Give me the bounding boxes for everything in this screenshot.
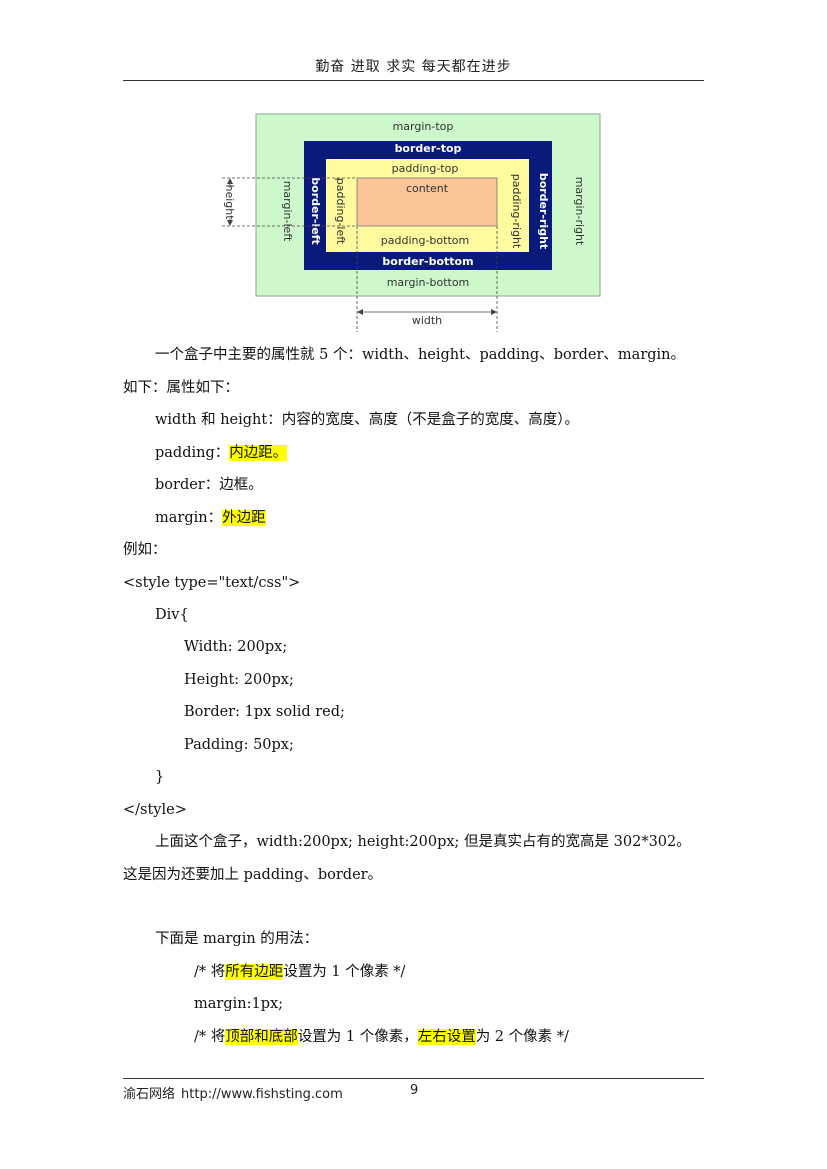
- margin-right-label: margin-right: [573, 177, 586, 246]
- comment-left-right-highlight: 左右设置: [417, 1029, 476, 1045]
- comment-top-bottom: /* 将顶部和底部设置为 1 个像素，左右设置为 2 个像素 */: [194, 1027, 569, 1047]
- border-top-label: border-top: [395, 142, 462, 155]
- footer-url[interactable]: http://www.fishsting.com: [181, 1087, 343, 1102]
- padding-left-label: padding-left: [334, 178, 347, 245]
- footer-company: 渝石网络 http://www.fishsting.com: [123, 1083, 343, 1102]
- code-style-close: </style>: [123, 802, 187, 818]
- margin-left-label: margin-left: [281, 181, 294, 242]
- paragraph-properties: 一个盒子中主要的属性就 5 个：width、height、padding、bor…: [155, 347, 686, 363]
- width-label: width: [412, 314, 442, 327]
- code-height: Height: 200px;: [184, 672, 294, 688]
- item-width-height: width 和 height：内容的宽度、高度（不是盒子的宽度、高度）。: [155, 412, 579, 428]
- code-style-open: <style type="text/css">: [123, 575, 301, 591]
- padding-bottom-label: padding-bottom: [381, 234, 469, 247]
- comment-all-margins-post: 设置为 1 个像素 */: [283, 964, 406, 980]
- paragraph-reason: 这是因为还要加上 padding、border。: [123, 867, 383, 883]
- example-label: 例如：: [123, 542, 167, 558]
- page-number: 9: [410, 1083, 419, 1098]
- comment-top-bottom-pre: /* 将: [194, 1029, 226, 1045]
- item-border: border：边框。: [155, 477, 263, 493]
- code-close-brace: }: [155, 769, 165, 785]
- paragraph-margin-usage: 下面是 margin 的用法：: [155, 931, 319, 947]
- paragraph-real-size: 上面这个盒子，width:200px; height:200px; 但是真实占有…: [155, 834, 691, 850]
- footer-rule: [123, 1078, 704, 1079]
- footer-company-name: 渝石网络: [123, 1087, 176, 1102]
- code-width: Width: 200px;: [184, 639, 288, 655]
- item-margin-highlight: 外边距: [222, 510, 266, 526]
- item-padding-label: padding：: [155, 445, 230, 461]
- item-padding: padding：内边距。: [155, 443, 288, 463]
- height-label: height: [223, 184, 236, 220]
- code-border: Border: 1px solid red;: [184, 704, 345, 720]
- comment-all-margins: /* 将所有边距设置为 1 个像素 */: [194, 962, 405, 982]
- comment-top-bottom-mid: 设置为 1 个像素，: [297, 1029, 418, 1045]
- margin-top-label: margin-top: [393, 120, 454, 133]
- code-padding: Padding: 50px;: [184, 737, 294, 753]
- content-label: content: [406, 182, 449, 195]
- item-padding-highlight: 内边距。: [229, 445, 288, 461]
- paragraph-as-follows: 如下：属性如下：: [123, 380, 239, 396]
- header-rule: [123, 80, 704, 81]
- code-div-selector: Div{: [155, 607, 189, 623]
- comment-top-bottom-highlight: 顶部和底部: [225, 1029, 298, 1045]
- page-header: 勤奋 进取 求实 每天都在进步: [315, 59, 512, 75]
- padding-top-label: padding-top: [392, 162, 459, 175]
- padding-right-label: padding-right: [510, 174, 523, 249]
- code-margin-1px: margin:1px;: [194, 996, 284, 1012]
- item-margin: margin：外边距: [155, 508, 266, 528]
- border-bottom-label: border-bottom: [382, 255, 473, 268]
- item-margin-label: margin：: [155, 510, 223, 526]
- box-model-diagram: margin-top margin-bottom border-top bord…: [220, 108, 620, 335]
- comment-top-bottom-post: 为 2 个像素 */: [475, 1029, 569, 1045]
- comment-all-margins-pre: /* 将: [194, 964, 226, 980]
- margin-bottom-label: margin-bottom: [387, 276, 470, 289]
- border-left-label: border-left: [309, 177, 322, 244]
- content-area: [356, 177, 498, 227]
- comment-all-margins-highlight: 所有边距: [225, 964, 284, 980]
- border-right-label: border-right: [537, 173, 550, 249]
